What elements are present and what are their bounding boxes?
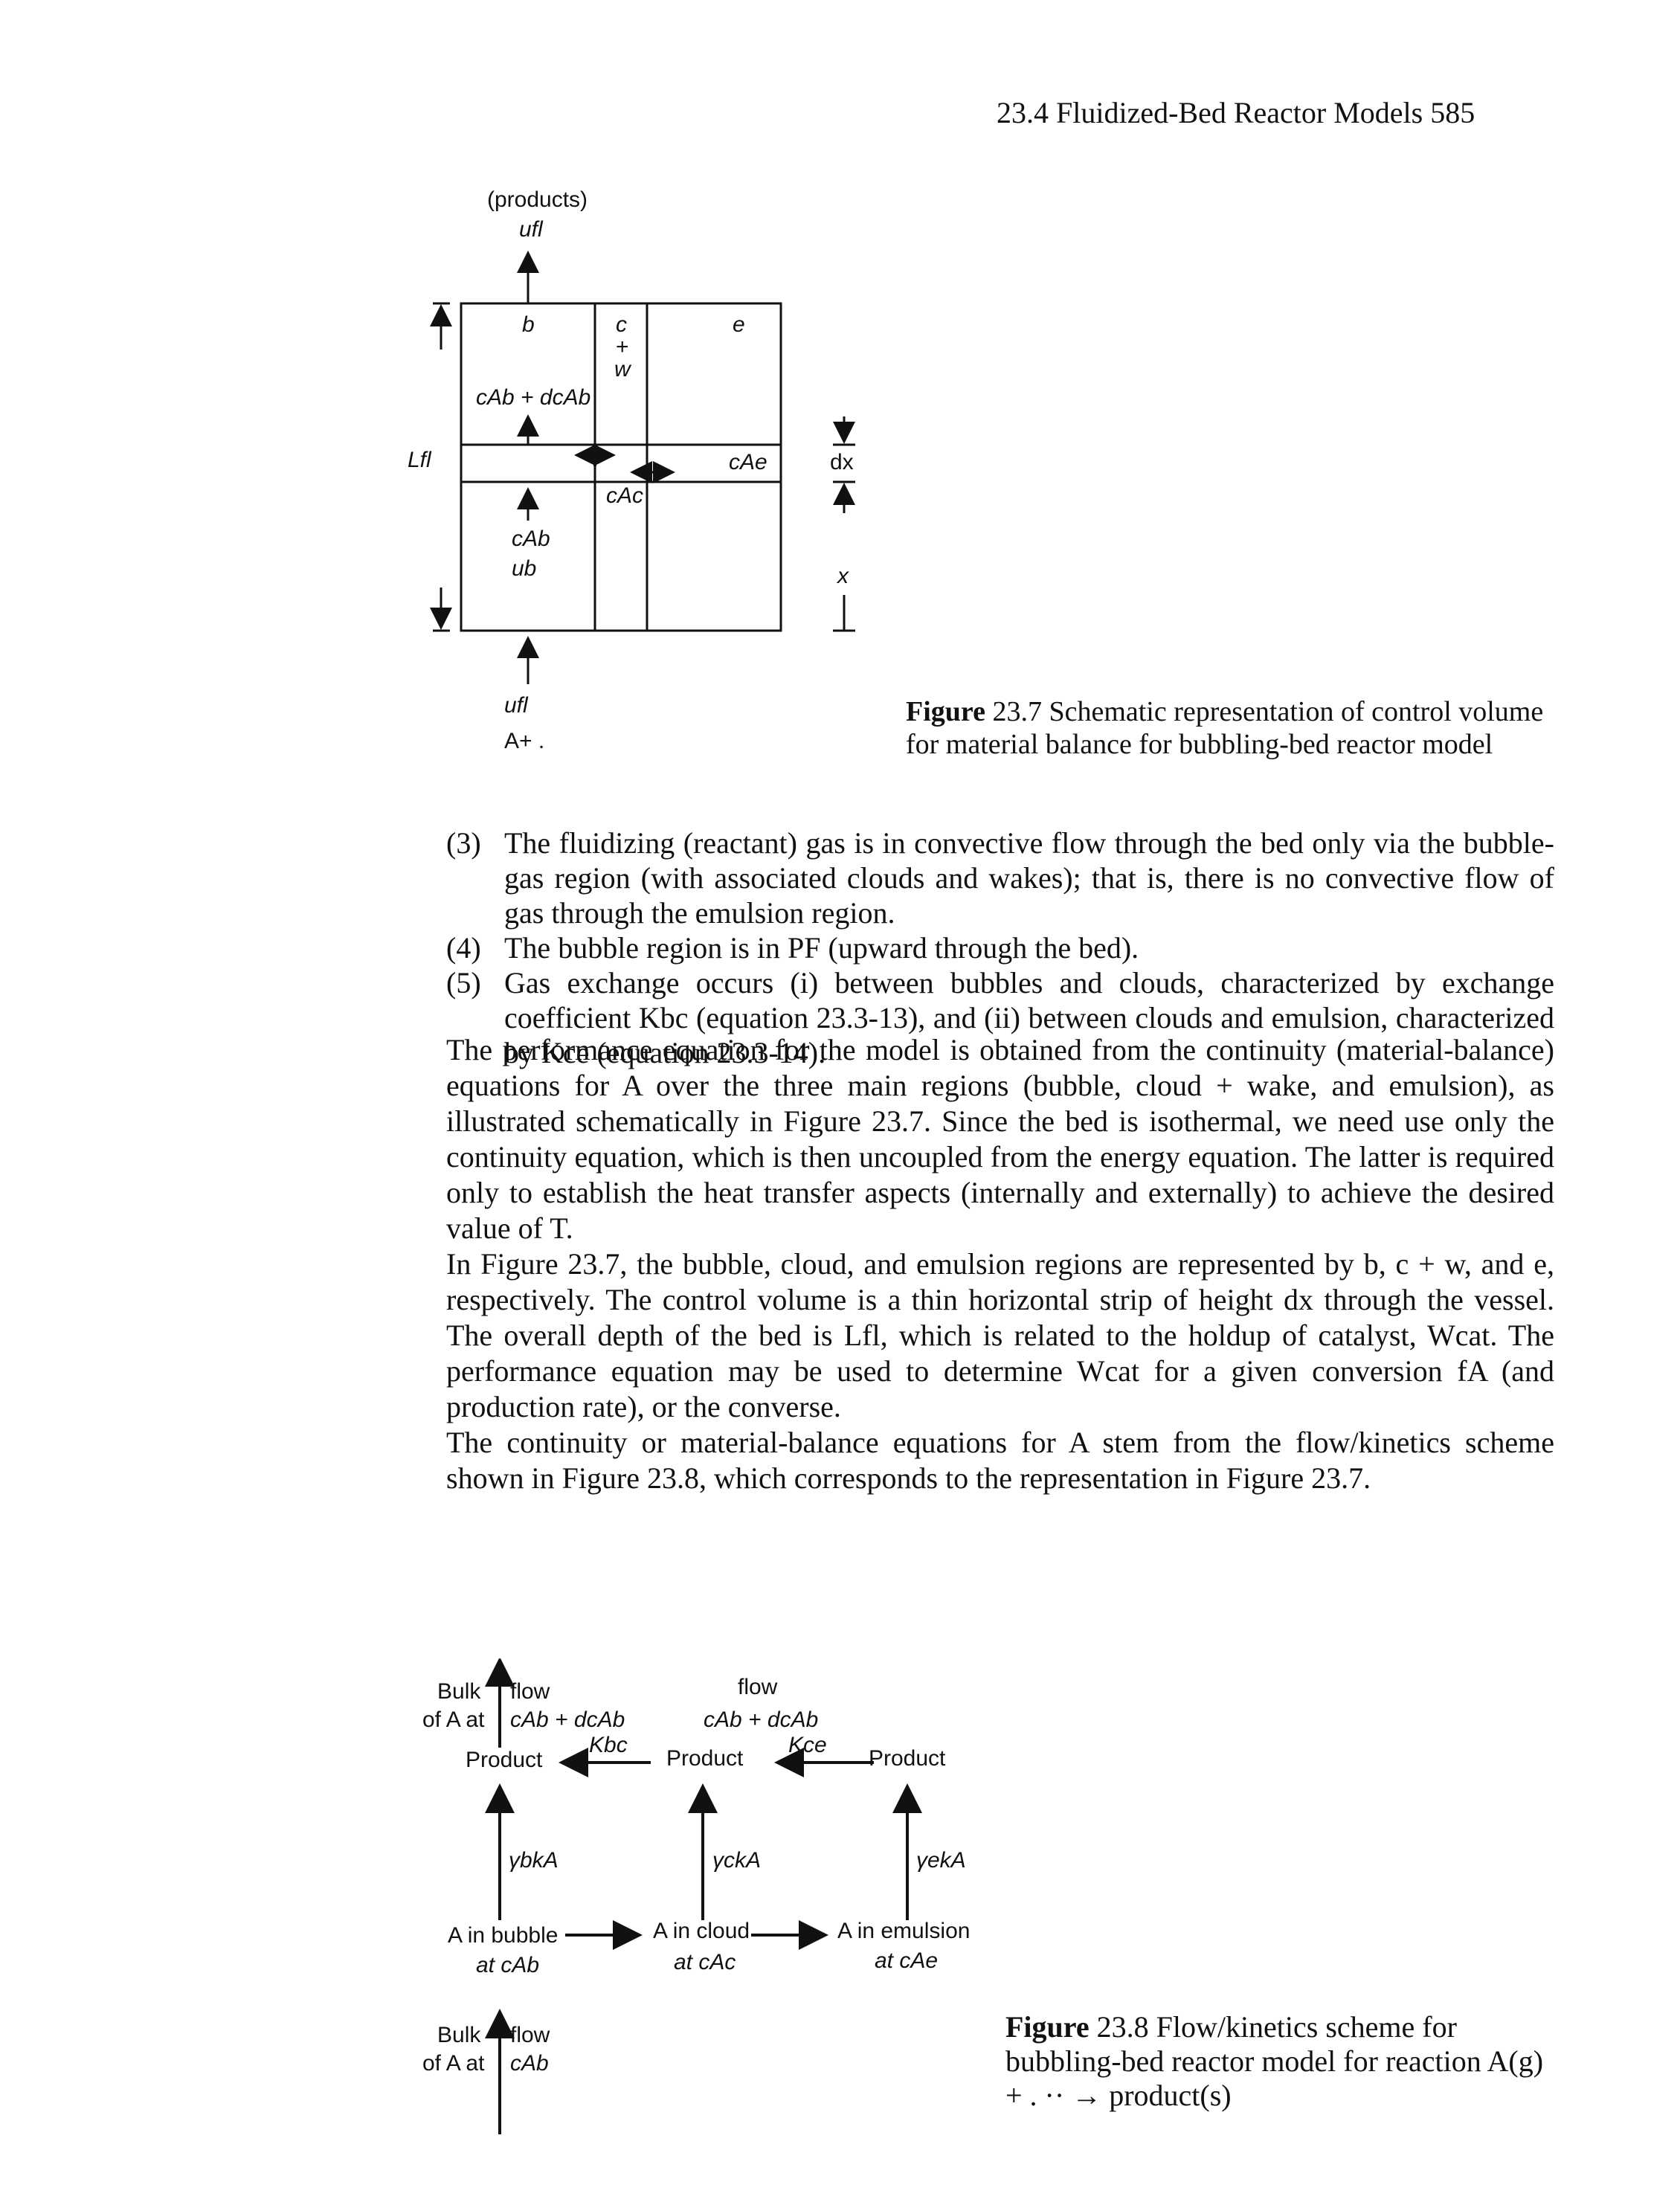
label-cac: cAc (606, 483, 644, 508)
label-a-in-bubble: A in bubble (448, 1923, 559, 1948)
label-a-plus: A+ . (504, 729, 545, 753)
list-item-number: (3) (446, 826, 481, 860)
label-flow-mid: flow (738, 1675, 778, 1699)
assumption-list: (3) The fluidizing (reactant) gas is in … (446, 825, 1554, 1070)
figure-23-7-caption: Figure 23.7 Schematic representation of … (906, 695, 1560, 761)
label-a-in-cloud: A in cloud (653, 1919, 750, 1943)
figure-23-7: (products) ufl b c + w e cAb + dcAb Lfl … (408, 171, 997, 788)
label-bulk-top: Bulk (437, 1679, 481, 1704)
figure-23-8-drawing (485, 1657, 922, 2134)
list-item-text: The fluidizing (reactant) gas is in conv… (504, 826, 1554, 930)
figure-23-8: Bulk of A at flow cAb + dcAb flow cAb + … (416, 1657, 982, 2134)
label-ub: ub (512, 556, 537, 581)
label-bulk-bottom: Bulk (437, 2023, 481, 2047)
caption-text: 23.7 Schematic representation of control… (906, 696, 1544, 760)
body-text: The performance equation for the model i… (446, 1032, 1554, 1496)
label-cab-bottom: cAb (510, 2051, 549, 2076)
label-products: (products) (487, 187, 588, 212)
label-cab: cAb (512, 527, 550, 551)
label-plus: + (616, 335, 629, 359)
label-cab-dcab-mid: cAb + dcAb (704, 1707, 819, 1732)
list-item: (4) The bubble region is in PF (upward t… (446, 930, 1554, 965)
label-cab-dcab: cAb + dcAb (476, 385, 591, 410)
control-volume-box (460, 302, 782, 632)
figure-23-7-drawing (430, 251, 855, 684)
label-ufl-bottom: ufl (504, 693, 528, 718)
list-item-text: Gas exchange occurs (i) between bubbles … (504, 966, 1554, 1069)
list-item-number: (5) (446, 966, 481, 1000)
label-at-cae: at cAe (875, 1948, 939, 1973)
label-lfl: Lfl (408, 448, 431, 472)
list-item: (5) Gas exchange occurs (i) between bubb… (446, 965, 1554, 1070)
label-dx: dx (830, 450, 854, 474)
label-flow-left: flow (510, 1679, 550, 1704)
label-gc-ka: γckA (712, 1848, 762, 1873)
label-kce: Kce (788, 1733, 827, 1757)
label-e: e (733, 312, 745, 337)
label-of-a-at-bottom: of A at (422, 2051, 485, 2076)
label-product-left: Product (466, 1748, 543, 1772)
label-product-right: Product (869, 1746, 946, 1771)
list-item-text: The bubble region is in PF (upward throu… (504, 931, 1139, 965)
label-of-a-at-top: of A at (422, 1707, 485, 1732)
label-a-in-emulsion: A in emulsion (837, 1919, 971, 1943)
label-at-cab: at cAb (476, 1953, 540, 1977)
list-item: (3) The fluidizing (reactant) gas is in … (446, 825, 1554, 930)
paragraph: The continuity or material-balance equat… (446, 1426, 1554, 1495)
label-c: c (616, 312, 627, 337)
list-item-number: (4) (446, 931, 481, 965)
caption-label: Figure (1005, 2010, 1090, 2044)
paragraph: In Figure 23.7, the bubble, cloud, and e… (446, 1247, 1554, 1423)
label-ufl-top: ufl (519, 217, 543, 242)
label-product-mid: Product (666, 1746, 744, 1771)
label-b: b (522, 312, 535, 337)
caption-text: 23.8 Flow/kinetics scheme for bubbling-b… (1005, 2010, 1544, 2112)
label-x: x (837, 564, 849, 588)
label-kbc: Kbc (589, 1733, 628, 1757)
label-flow-bottom: flow (510, 2023, 550, 2047)
paragraph: The performance equation for the model i… (446, 1033, 1554, 1245)
label-w: w (614, 357, 631, 382)
label-cab-dcab-left: cAb + dcAb (510, 1707, 625, 1732)
caption-label: Figure (906, 696, 985, 727)
label-gb-ka: γbkA (509, 1848, 559, 1873)
label-at-cac: at cAc (674, 1950, 736, 1974)
label-ge-ka: γekA (916, 1848, 966, 1873)
label-cae: cAe (729, 450, 767, 474)
running-head: 23.4 Fluidized-Bed Reactor Models 585 (997, 96, 1475, 129)
figure-23-8-caption: Figure 23.8 Flow/kinetics scheme for bub… (1005, 2010, 1563, 2113)
